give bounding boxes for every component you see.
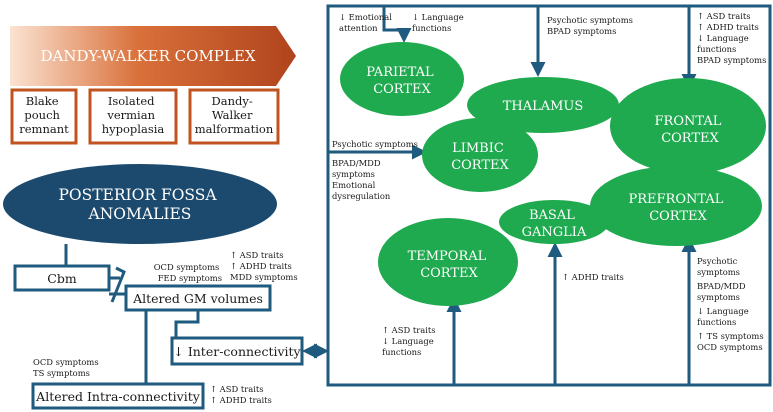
note-temporal-below: ↑ ASD traits ↓ Language functions [382, 325, 438, 357]
region-prefrontal-ellipse [590, 166, 762, 246]
dandy-walker-title: DANDY-WALKER COMPLEX [40, 47, 255, 65]
subtype-box-vermian [88, 88, 178, 145]
region-prefrontal-label: PREFRONTAL CORTEX [629, 192, 728, 224]
intra-connectivity-box [31, 382, 205, 410]
intra-right-notes: ↑ ASD traits ↑ ADHD traits [210, 384, 272, 405]
region-basal-ellipse [499, 200, 609, 244]
region-temporal-label: TEMPORAL CORTEX [408, 249, 491, 281]
subtype-label-vermian: Isolated vermian hypoplasia [102, 94, 165, 136]
regions-frame [326, 4, 772, 387]
note-basal-below: ↑ ADHD traits [562, 272, 624, 282]
subtype-box-dandy-walker [188, 88, 280, 145]
note-language-top: ↓ Language functions [412, 12, 466, 33]
gm-right-notes: ↑ ASD traits ↑ ADHD traits MDD symptoms [230, 250, 298, 282]
note-psychotic-top: Psychotic symptoms BPAD symptoms [547, 15, 636, 36]
altered-gm-label: Altered GM volumes [132, 291, 263, 306]
dandy-walker-banner [10, 26, 296, 86]
region-temporal-ellipse [378, 218, 518, 306]
note-limbic-psychotic: Psychotic symptoms [332, 139, 418, 149]
cbm-label: Cbm [47, 271, 77, 286]
region-basal-label: BASAL GANGLIA [522, 208, 587, 240]
cbm-box [13, 264, 111, 292]
note-limbic-below: BPAD/MDD symptoms Emotional dysregulatio… [332, 158, 391, 201]
intra-left-notes: OCD symptoms TS symptoms [33, 357, 101, 378]
connector-gm-inter [174, 310, 200, 338]
note-emotional-attention: ↓ Emotional attention [339, 12, 395, 33]
region-parietal-label: PARIETAL CORTEX [366, 65, 437, 97]
region-frontal-label: FRONTAL CORTEX [655, 114, 726, 146]
intra-connectivity-label: Altered Intra-connectivity [35, 389, 201, 404]
region-limbic-label: LIMBIC CORTEX [451, 141, 509, 173]
arrow-parietal [382, 6, 412, 43]
subtype-box-blake [10, 88, 78, 145]
region-limbic-ellipse [422, 118, 538, 192]
region-thalamus-label: THALAMUS [503, 99, 584, 114]
region-frontal-ellipse [610, 78, 766, 174]
inter-connectivity-label: ↓ Inter-connectivity [173, 344, 301, 359]
connector-cbm-gm [109, 266, 126, 303]
region-parietal-ellipse [340, 42, 464, 116]
region-thalamus-ellipse [467, 77, 619, 133]
subtype-label-blake: Blake pouch remnant [19, 94, 69, 136]
note-frontal-side: ↑ ASD traits ↑ ADHD traits ↓ Language fu… [697, 11, 766, 65]
subtype-label-dandy-walker: Dandy- Walker malformation [195, 94, 274, 136]
note-prefrontal-below: Psychotic symptoms BPAD/MDD symptoms ↓ L… [697, 256, 766, 352]
posterior-fossa-label: POSTERIOR FOSSA ANOMALIES [58, 186, 221, 223]
gm-left-notes: OCD symptoms FED symptoms [154, 262, 222, 283]
posterior-fossa-ellipse [3, 164, 277, 244]
